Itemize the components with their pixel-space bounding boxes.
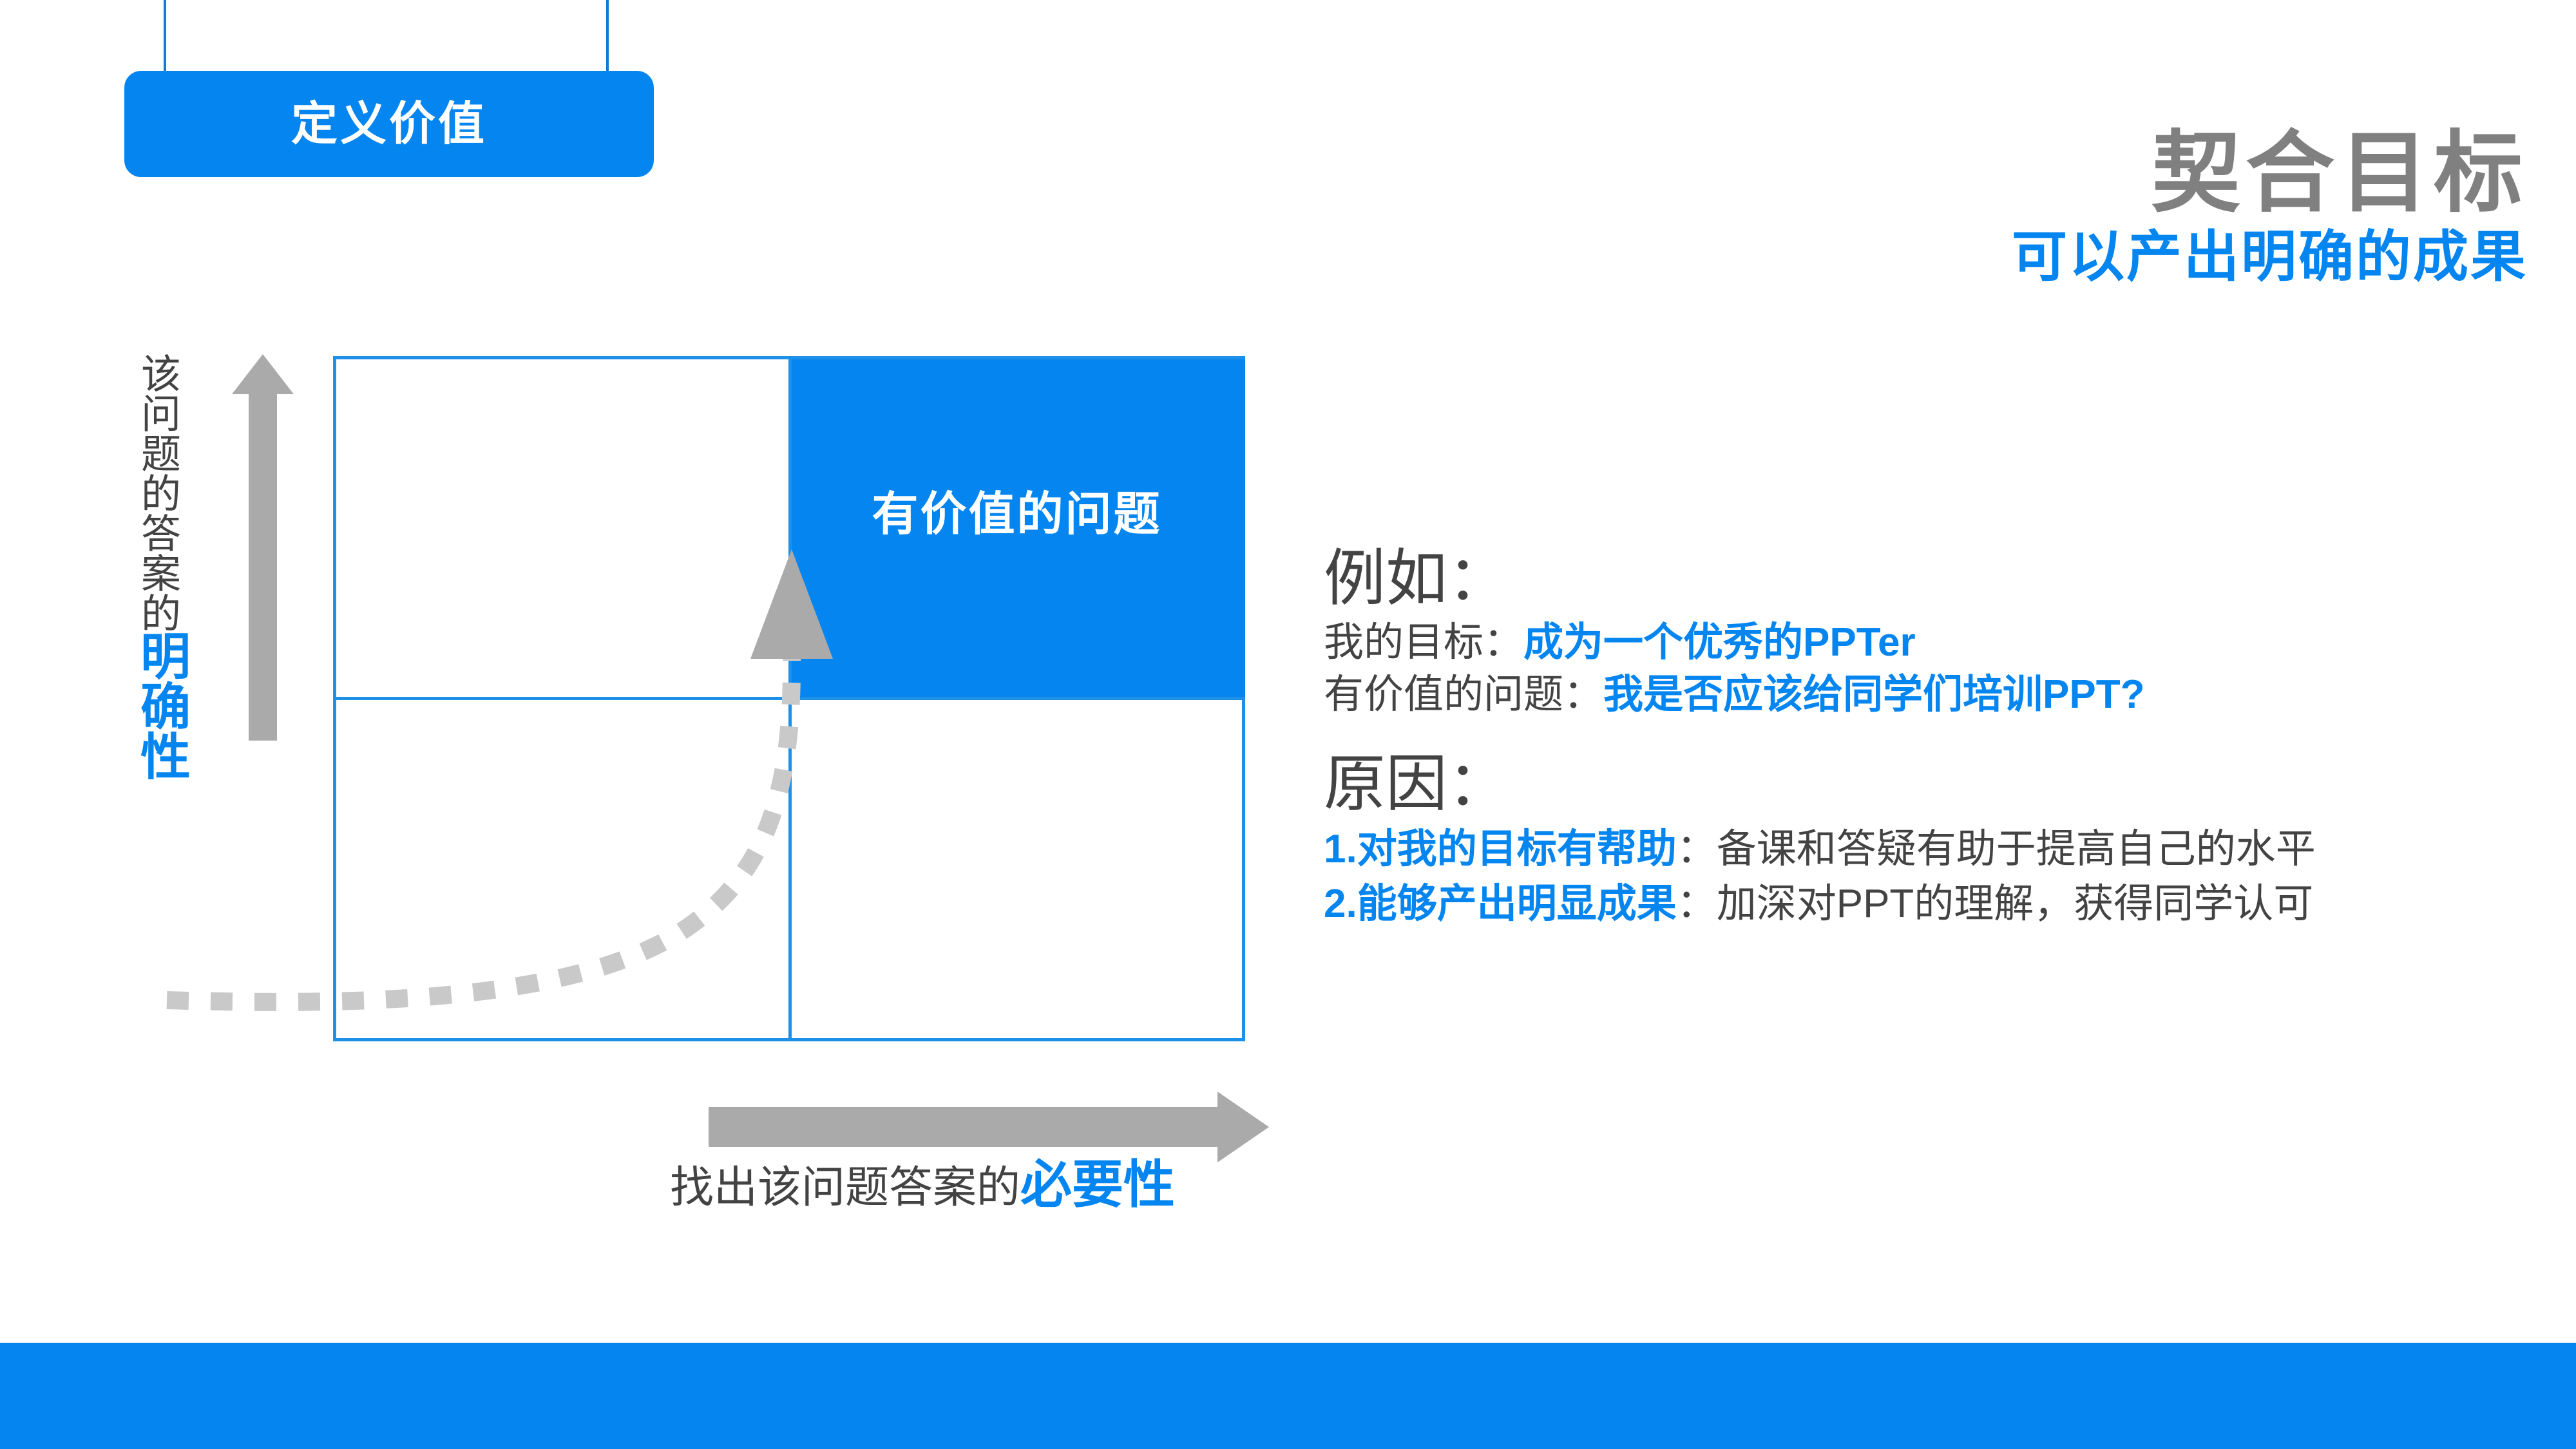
x-axis-label-plain: 找出该问题答案的 — [670, 1163, 1021, 1212]
y-axis-label: 该问题的答案的 明确性 — [133, 353, 200, 781]
example-row-goal-value: 成为一个优秀的PPTer — [1523, 620, 1916, 665]
y-axis-arrow-icon — [232, 354, 294, 741]
example-row-goal: 我的目标：成为一个优秀的PPTer — [1324, 616, 2548, 669]
tag-connector-line-right — [606, 0, 609, 121]
reason-row-1: 1.对我的目标有帮助：备课和答疑有助于提高自己的水平 — [1324, 822, 2548, 877]
value-matrix: 有价值的问题 — [333, 356, 1245, 1041]
headline-group: 契合目标 可以产出明确的成果 — [2012, 129, 2528, 285]
example-row-goal-label: 我的目标： — [1324, 620, 1524, 665]
reason-heading: 原因： — [1324, 750, 1509, 819]
reason-row-2: 2.能够产出明显成果：加深对PPT的理解，获得同学认可 — [1324, 876, 2548, 932]
x-axis-label: 找出该问题答案的必要性 — [670, 1159, 1175, 1211]
example-row-question: 有价值的问题：我是否应该给同学们培训PPT? — [1324, 668, 2548, 721]
example-row-question-label: 有价值的问题： — [1324, 672, 1604, 717]
quadrant-top-right-highlight: 有价值的问题 — [788, 359, 1245, 697]
y-axis-label-accent: 明确性 — [133, 630, 190, 781]
page-subtitle: 可以产出明确的成果 — [2012, 226, 2528, 288]
section-tag[interactable]: 定义价值 — [124, 71, 654, 177]
matrix-divider-vertical — [788, 359, 792, 1038]
reason-row-1-key: 1.对我的目标有帮助 — [1324, 826, 1677, 871]
example-heading: 例如： — [1324, 544, 1509, 613]
x-axis-arrow-icon — [709, 1092, 1269, 1162]
reason-row-2-text: ：加深对PPT的理解，获得同学认可 — [1676, 882, 2314, 927]
reason-row-2-key: 2.能够产出明显成果 — [1324, 882, 1677, 927]
x-axis-label-accent: 必要性 — [1020, 1156, 1176, 1213]
tag-connector-line-left — [164, 0, 166, 121]
bottom-accent-bar — [0, 1343, 2576, 1449]
reason-row-1-text: ：备课和答疑有助于提高自己的水平 — [1676, 826, 2316, 871]
y-axis-label-plain: 该问题的答案的 — [135, 353, 179, 632]
content-panel: 例如： 我的目标：成为一个优秀的PPTer 有价值的问题：我是否应该给同学们培训… — [1324, 544, 2548, 932]
page-title: 契合目标 — [2151, 124, 2528, 223]
example-row-question-value: 我是否应该给同学们培训PPT? — [1603, 672, 2145, 717]
section-tag-label: 定义价值 — [291, 98, 487, 150]
quadrant-label-valuable-question: 有价值的问题 — [872, 489, 1162, 540]
